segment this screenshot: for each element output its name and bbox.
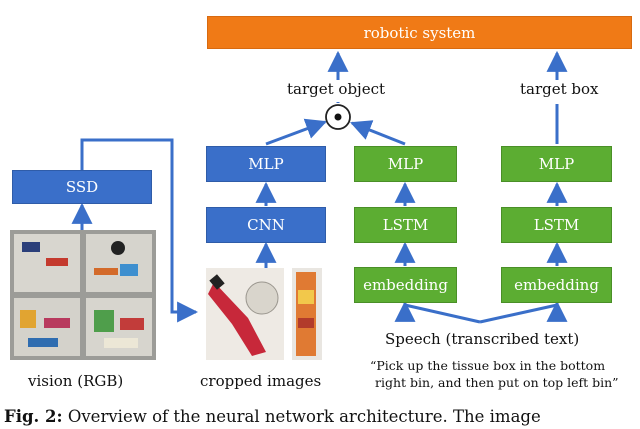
target-object-label: target object	[287, 80, 386, 98]
cropped-images	[206, 268, 322, 360]
cnn-box: CNN	[206, 207, 326, 243]
target-box-label: target box	[520, 80, 599, 98]
cropped-images-label: cropped images	[200, 372, 322, 390]
speech-quote-line2: right bin, and then put on top left bin”	[375, 375, 619, 390]
speech-quote-line1: “Pick up the tissue box in the bottom	[370, 358, 606, 373]
robotic-system-box: robotic system	[207, 16, 632, 49]
mlp-speech-object-box: MLP	[354, 146, 457, 182]
embedding-box-box: embedding	[501, 267, 612, 303]
mlp-speech-box-box: MLP	[501, 146, 612, 182]
embedding-object-box: embedding	[354, 267, 457, 303]
lstm-object-box: LSTM	[354, 207, 457, 243]
caption-text: Overview of the neural network architect…	[62, 407, 541, 426]
caption-prefix: Fig. 2:	[4, 407, 63, 426]
mlp-vision-box: MLP	[206, 146, 326, 182]
ssd-box: SSD	[12, 170, 152, 204]
figure-caption: Fig. 2: Overview of the neural network a…	[4, 407, 636, 426]
vision-image	[10, 230, 156, 360]
speech-label: Speech (transcribed text)	[385, 330, 580, 348]
vision-label: vision (RGB)	[28, 372, 124, 390]
lstm-box-box: LSTM	[501, 207, 612, 243]
